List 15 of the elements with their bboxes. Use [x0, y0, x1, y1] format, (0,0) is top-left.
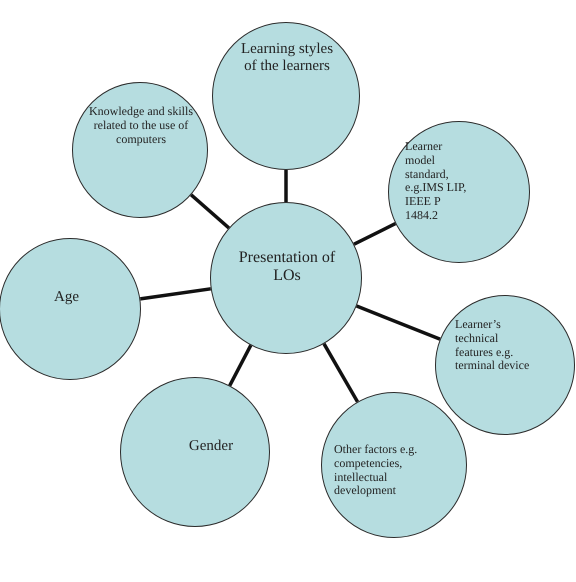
node-text: Other factors e.g. competencies, intellectual development: [334, 443, 418, 498]
connector-line: [356, 304, 441, 341]
connector-line: [353, 222, 396, 246]
connector-line: [190, 194, 230, 230]
node-text: Knowledge and skills related to the use of computers: [89, 105, 193, 146]
node-text: Learner model standard, e.g.IMS LIP, IEEE P 1484.2: [405, 140, 468, 223]
connector-line: [228, 344, 252, 386]
node-text: Learning styles of the learners: [240, 41, 334, 76]
node-text: Presentation of LOs: [238, 249, 336, 286]
node-text: Gender: [188, 438, 234, 456]
connector-line: [140, 287, 212, 301]
node-text: Learner’s technical features e.g. terminal device: [455, 318, 530, 374]
node-text: Age: [54, 289, 80, 306]
connector-line: [322, 342, 359, 403]
connector-line: [284, 170, 288, 202]
